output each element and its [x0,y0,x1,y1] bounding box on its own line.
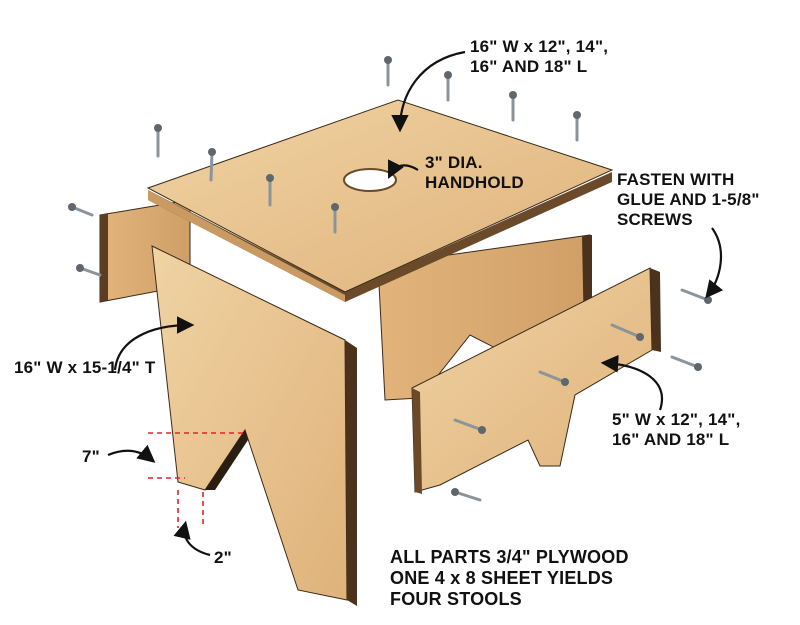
arrow-icon [705,227,724,299]
front-right-rail [411,267,661,494]
handhold-label: 3" DIA. HANDHOLD [425,153,524,192]
handhold-hole [343,168,397,192]
arrow-icon [391,50,466,133]
callout-arrows [107,50,724,557]
front-leg [151,245,357,606]
screw-icon [209,150,214,182]
screw-icon [453,418,484,432]
screw-icon [670,355,700,369]
top-panel [146,99,614,302]
arrow-icon [107,444,156,463]
screw-icon [538,370,567,384]
screw-icon [453,490,482,502]
arrow-icon [173,520,211,557]
notch-height-label: 7" [82,447,100,466]
dimension-lines [148,432,245,528]
arrow-icon [600,354,663,411]
arrow-icon [113,316,195,371]
arrow-icon [388,159,419,179]
rail-label: 5" W x 12", 14", 16" AND 18" L [612,410,741,449]
top-panel-label: 16" W x 12", 14", 16" AND 18" L [470,37,609,76]
fasten-label: FASTEN WITH GLUE AND 1-5/8" SCREWS [617,170,760,229]
notch-width-label: 2" [214,548,232,567]
materials-note: ALL PARTS 3/4" PLYWOOD ONE 4 x 8 SHEET Y… [390,547,629,609]
screw-icon [680,288,710,302]
leg-label: 16" W x 15-1/4" T [14,358,156,377]
screw-icon [610,323,642,339]
